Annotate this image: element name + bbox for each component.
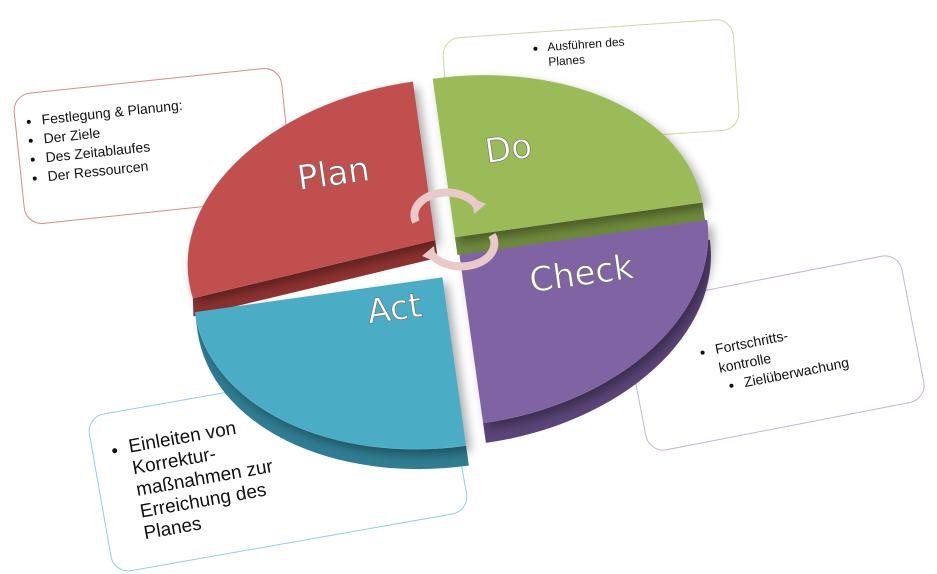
act-quadrant: [194, 277, 469, 470]
act-label: Act: [365, 285, 425, 332]
act-shape: [194, 277, 467, 450]
check-shape: [459, 219, 709, 424]
cycle-arrows-icon: [410, 188, 499, 271]
do-quadrant: [432, 75, 706, 256]
do-label: Do: [482, 126, 534, 172]
check-quadrant: [459, 219, 711, 443]
plan-shape: [187, 81, 436, 299]
plan-label: Plan: [295, 149, 372, 199]
do-shape: [432, 75, 703, 238]
plan-quadrant: [187, 81, 438, 317]
